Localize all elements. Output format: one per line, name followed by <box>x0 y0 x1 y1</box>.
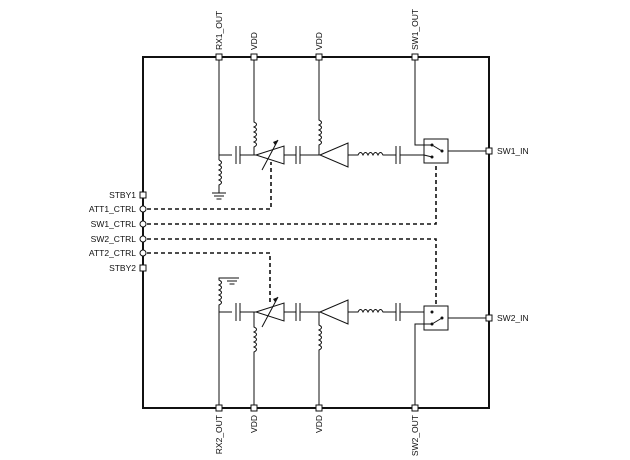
amplifier-2 <box>318 299 349 325</box>
pin-sw2-ctrl <box>139 235 147 243</box>
rf-switch-2 <box>423 305 449 331</box>
coupling-capacitor-1 <box>284 146 320 164</box>
sw2-ctrl-line <box>147 238 437 306</box>
pin-sw1-in <box>485 147 493 155</box>
label-vdd-top-1: VDD <box>249 32 259 50</box>
att2-ctrl-line <box>147 252 271 305</box>
pin-att2-ctrl <box>139 249 147 257</box>
label-sw2-in: SW2_IN <box>497 313 529 323</box>
label-rx2-out: RX2_OUT <box>214 415 224 454</box>
sw2-out-trace <box>414 323 432 408</box>
label-stby1: STBY1 <box>109 190 136 200</box>
sw1-out-trace <box>414 57 432 146</box>
pin-sw2-out <box>411 404 419 412</box>
label-att2-ctrl: ATT2_CTRL <box>89 248 136 258</box>
pin-sw1-ctrl <box>139 220 147 228</box>
switch-1-contacts <box>423 143 444 159</box>
pin-vdd-top-1 <box>250 53 258 61</box>
rx2-shunt-inductor <box>217 277 232 312</box>
att1-ctrl-line <box>147 162 272 210</box>
input-match-network-2 <box>348 303 424 321</box>
label-sw2-out: SW2_OUT <box>410 415 420 456</box>
attenuator-1 <box>254 139 285 171</box>
pin-vdd-top-2 <box>315 53 323 61</box>
pin-att1-ctrl <box>139 205 147 213</box>
label-vdd-bottom-1: VDD <box>249 415 259 433</box>
rx1-shunt-inductor <box>217 159 222 193</box>
label-sw1-ctrl: SW1_CTRL <box>91 219 137 229</box>
coupling-capacitor-2 <box>284 303 320 321</box>
ground-icon <box>225 277 239 285</box>
pin-vdd-bottom-1 <box>250 404 258 412</box>
label-att1-ctrl: ATT1_CTRL <box>89 204 136 214</box>
rf-switch-1 <box>423 138 449 164</box>
chip-outline <box>142 56 490 409</box>
rx2-series-capacitor <box>219 303 256 321</box>
label-rx1-out: RX1_OUT <box>214 11 224 50</box>
pin-rx2-out <box>215 404 223 412</box>
pin-sw1-out <box>411 53 419 61</box>
vdd-inductor-1 <box>252 57 257 155</box>
label-vdd-bottom-2: VDD <box>314 415 324 433</box>
vdd-inductor-4 <box>317 312 322 408</box>
vdd-inductor-2 <box>317 57 322 155</box>
pin-rx1-out <box>215 53 223 61</box>
label-stby2: STBY2 <box>109 263 136 273</box>
vdd-inductor-3 <box>252 312 257 408</box>
label-sw2-ctrl: SW2_CTRL <box>91 234 137 244</box>
sw1-ctrl-line <box>147 163 437 225</box>
label-sw1-in: SW1_IN <box>497 146 529 156</box>
label-vdd-top-2: VDD <box>314 32 324 50</box>
amplifier-1 <box>318 142 349 168</box>
pin-stby1 <box>139 191 147 199</box>
pin-vdd-bottom-2 <box>315 404 323 412</box>
input-match-network-1 <box>348 146 424 164</box>
rx1-series-capacitor <box>226 146 256 164</box>
pin-stby2 <box>139 264 147 272</box>
ground-icon <box>212 192 226 200</box>
pin-sw2-in <box>485 314 493 322</box>
label-sw1-out: SW1_OUT <box>410 9 420 50</box>
